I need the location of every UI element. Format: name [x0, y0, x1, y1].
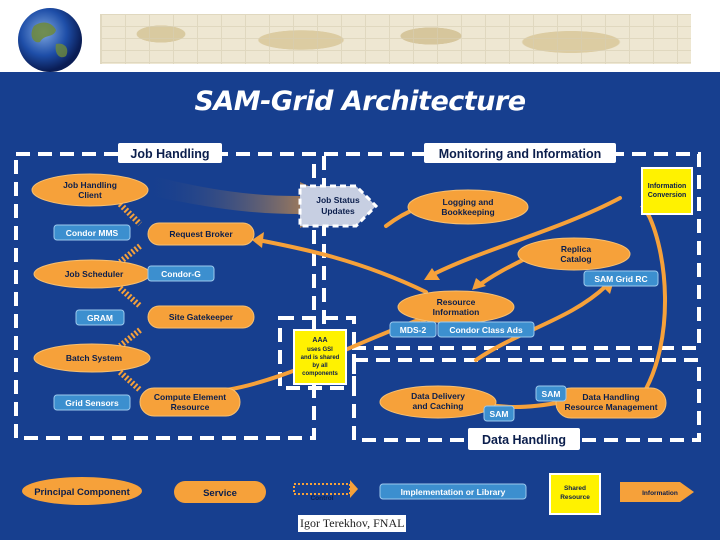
svg-text:Job Status: Job Status — [316, 195, 360, 205]
svg-text:uses GSI: uses GSI — [307, 347, 333, 353]
condor-class-ads — [437, 321, 535, 338]
job-handling-client-label: Job Handling — [63, 180, 117, 190]
compute-element-label: Compute Element — [154, 392, 226, 402]
data-delivery-label: Data Delivery — [411, 391, 465, 401]
footer-credit: Igor Terekhov, FNAL — [298, 515, 407, 532]
information-conversion: Information Conversion — [641, 167, 693, 215]
condor-mms-label: Condor MMS — [66, 228, 119, 238]
svg-text:Conversion: Conversion — [648, 192, 687, 199]
replica-catalog — [517, 237, 631, 271]
batch-system-label: Batch System — [66, 353, 123, 363]
legend-control-arrowhead — [350, 480, 358, 498]
site-gatekeeper-label: Site Gatekeeper — [169, 312, 234, 322]
control-arrow-batch-ce — [117, 369, 143, 393]
svg-text:Shared: Shared — [564, 485, 586, 492]
gram — [75, 309, 125, 326]
logging-label: Bookkeeping — [441, 207, 494, 217]
data-delivery-caching — [379, 385, 497, 419]
arrowhead — [424, 268, 440, 280]
legend-shared-resource — [549, 473, 601, 515]
section-header-monitoring: Monitoring and Information — [424, 143, 616, 163]
section-header-job-handling: Job Handling — [118, 143, 222, 163]
arrowhead — [252, 232, 264, 248]
world-map-banner — [100, 14, 691, 64]
legend-information-arrow — [620, 482, 694, 502]
sam-label: SAM — [542, 389, 561, 399]
globe-icon — [18, 8, 82, 72]
control-arrow-scheduler-gatekeeper — [117, 285, 143, 309]
resource-information-label: Resource — [437, 297, 476, 307]
job-handling-region — [14, 152, 316, 440]
control-arrow-broker-scheduler — [118, 243, 142, 265]
gram-label: GRAM — [87, 313, 113, 323]
data-handling-resource-management — [555, 387, 667, 419]
compute-element-label: Resource — [171, 402, 210, 412]
info-arrow-resource-to-broker — [256, 238, 428, 294]
control-arrow-client-broker — [117, 201, 143, 227]
svg-text:Monitoring and Information: Monitoring and Information — [439, 147, 601, 161]
svg-text:Information: Information — [642, 490, 678, 497]
legend-principal-component — [22, 477, 142, 505]
resource-information-label: Information — [433, 307, 480, 317]
header-bar — [0, 0, 720, 72]
dh-resource-mgmt-label: Resource Management — [564, 402, 657, 412]
info-arrow-logging-to-status — [428, 196, 622, 278]
sam-grid-rc — [583, 270, 659, 287]
info-arrow-samrc-to-resource — [474, 284, 608, 362]
request-broker-label: Request Broker — [169, 229, 233, 239]
grid-sensors — [53, 394, 131, 411]
svg-text:Job Handling: Job Handling — [130, 147, 209, 161]
svg-text:Information: Information — [648, 183, 687, 190]
svg-text:by all: by all — [312, 363, 328, 369]
svg-text:Service: Service — [203, 488, 237, 499]
legend: Principal Component Service Control Impl… — [22, 473, 694, 515]
svg-text:Implementation or Library: Implementation or Library — [401, 487, 506, 497]
page-title: SAM-Grid Architecture — [194, 86, 526, 117]
sam-grid-rc-label: SAM Grid RC — [594, 274, 647, 284]
condor-mms — [53, 224, 131, 241]
section-header-data-handling: Data Handling — [468, 428, 580, 450]
logging-label: Logging and — [443, 197, 494, 207]
grid-sensors-label: Grid Sensors — [65, 398, 119, 408]
svg-text:Control: Control — [310, 495, 333, 502]
legend-implementation — [379, 483, 527, 500]
condor-class-ads-label: Condor Class Ads — [449, 325, 523, 335]
sam-label: SAM — [490, 409, 509, 419]
svg-text:Updates: Updates — [321, 206, 355, 216]
job-status-updates: Job Status Updates — [298, 184, 379, 228]
replica-catalog-label: Replica — [561, 244, 592, 254]
svg-text:AAA: AAA — [312, 337, 327, 344]
svg-text:components: components — [302, 371, 338, 377]
site-gatekeeper — [147, 305, 255, 329]
control-arrow-gatekeeper-batch — [118, 327, 142, 349]
sam-implementation — [483, 405, 515, 422]
request-broker — [147, 222, 255, 246]
job-handling-client — [31, 173, 149, 207]
condor-g — [147, 265, 215, 282]
svg-text:and is shared: and is shared — [301, 355, 340, 361]
aaa-region — [278, 316, 356, 390]
logging-bookkeeping — [407, 189, 529, 225]
batch-system — [33, 343, 151, 373]
legend-control — [293, 483, 351, 495]
condor-g-label: Condor-G — [161, 269, 201, 279]
data-delivery-label: and Caching — [412, 401, 463, 411]
aaa-shared-resource: AAA uses GSI and is shared by all compon… — [293, 329, 347, 385]
job-handling-client-label: Client — [78, 190, 102, 200]
legend-service — [174, 481, 266, 503]
sam-implementation — [535, 385, 567, 402]
mds-2-label: MDS-2 — [400, 325, 427, 335]
svg-text:Data Handling: Data Handling — [482, 433, 566, 447]
svg-text:Resource: Resource — [560, 494, 590, 501]
compute-element-resource — [139, 387, 241, 417]
info-arrow-dh-to-catalog — [640, 208, 668, 398]
mds-2 — [389, 321, 437, 338]
job-scheduler-label: Job Scheduler — [65, 269, 124, 279]
arrowhead — [472, 278, 486, 290]
dh-resource-mgmt-label: Data Handling — [582, 392, 639, 402]
replica-catalog-label: Catalog — [560, 254, 591, 264]
svg-text:Principal Component: Principal Component — [34, 487, 130, 498]
